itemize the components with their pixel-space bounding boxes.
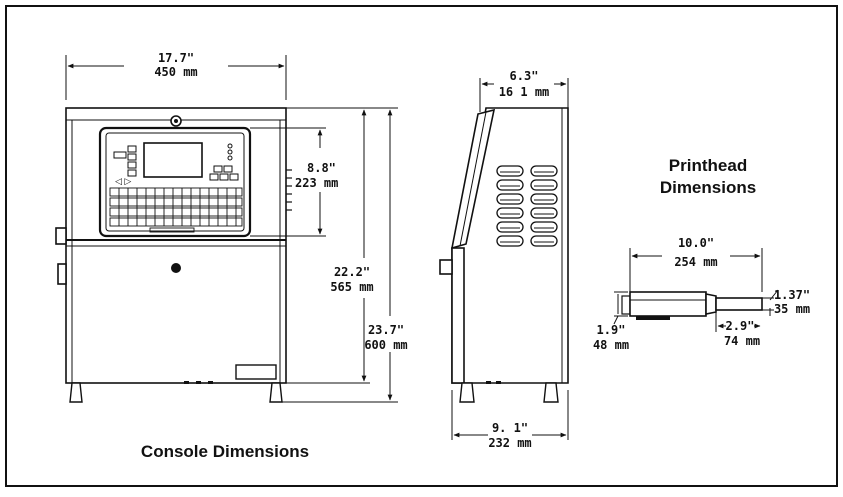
top-depth-in: 6.3" — [510, 69, 539, 83]
printhead-title-line1: Printhead — [669, 156, 747, 175]
console-front-view: 17.7" 450 mm ◁ ▷ — [55, 51, 408, 403]
outer-frame — [5, 5, 838, 487]
printhead-title-line2: Dimensions — [660, 178, 756, 197]
total-height-mm: 600 mm — [364, 338, 407, 352]
printhead-tip-in: 2.9" — [726, 319, 755, 333]
base-depth-in: 9. 1" — [492, 421, 528, 435]
printhead-length-mm: 254 mm — [674, 255, 717, 269]
total-height-in: 23.7" — [368, 323, 404, 337]
printhead-body-in: 1.9" — [597, 323, 626, 337]
console-side-view: 6.3" 16 1 mm — [439, 69, 569, 450]
body-height-in: 22.2" — [334, 265, 370, 279]
printhead-length-in: 10.0" — [678, 236, 714, 250]
body-height-mm: 565 mm — [330, 280, 373, 294]
panel-height-in: 8.8" — [307, 161, 336, 175]
printhead-tip-mm: 74 mm — [724, 334, 760, 348]
printhead-diameter-in: 1.37" — [774, 288, 810, 302]
printhead-diameter-mm: 35 mm — [774, 302, 810, 316]
console-width-in: 17.7" — [158, 51, 194, 65]
top-depth-mm: 16 1 mm — [499, 85, 550, 99]
svg-text:◁ ▷: ◁ ▷ — [115, 176, 131, 186]
printhead-view: Printhead Dimensions 10.0" 254 mm 1.37" … — [593, 156, 810, 352]
console-caption: Console Dimensions — [141, 442, 309, 461]
console-width-mm: 450 mm — [154, 65, 197, 79]
printhead-body-mm: 48 mm — [593, 338, 629, 352]
base-depth-mm: 232 mm — [488, 436, 531, 450]
panel-height-mm: 223 mm — [295, 176, 338, 190]
